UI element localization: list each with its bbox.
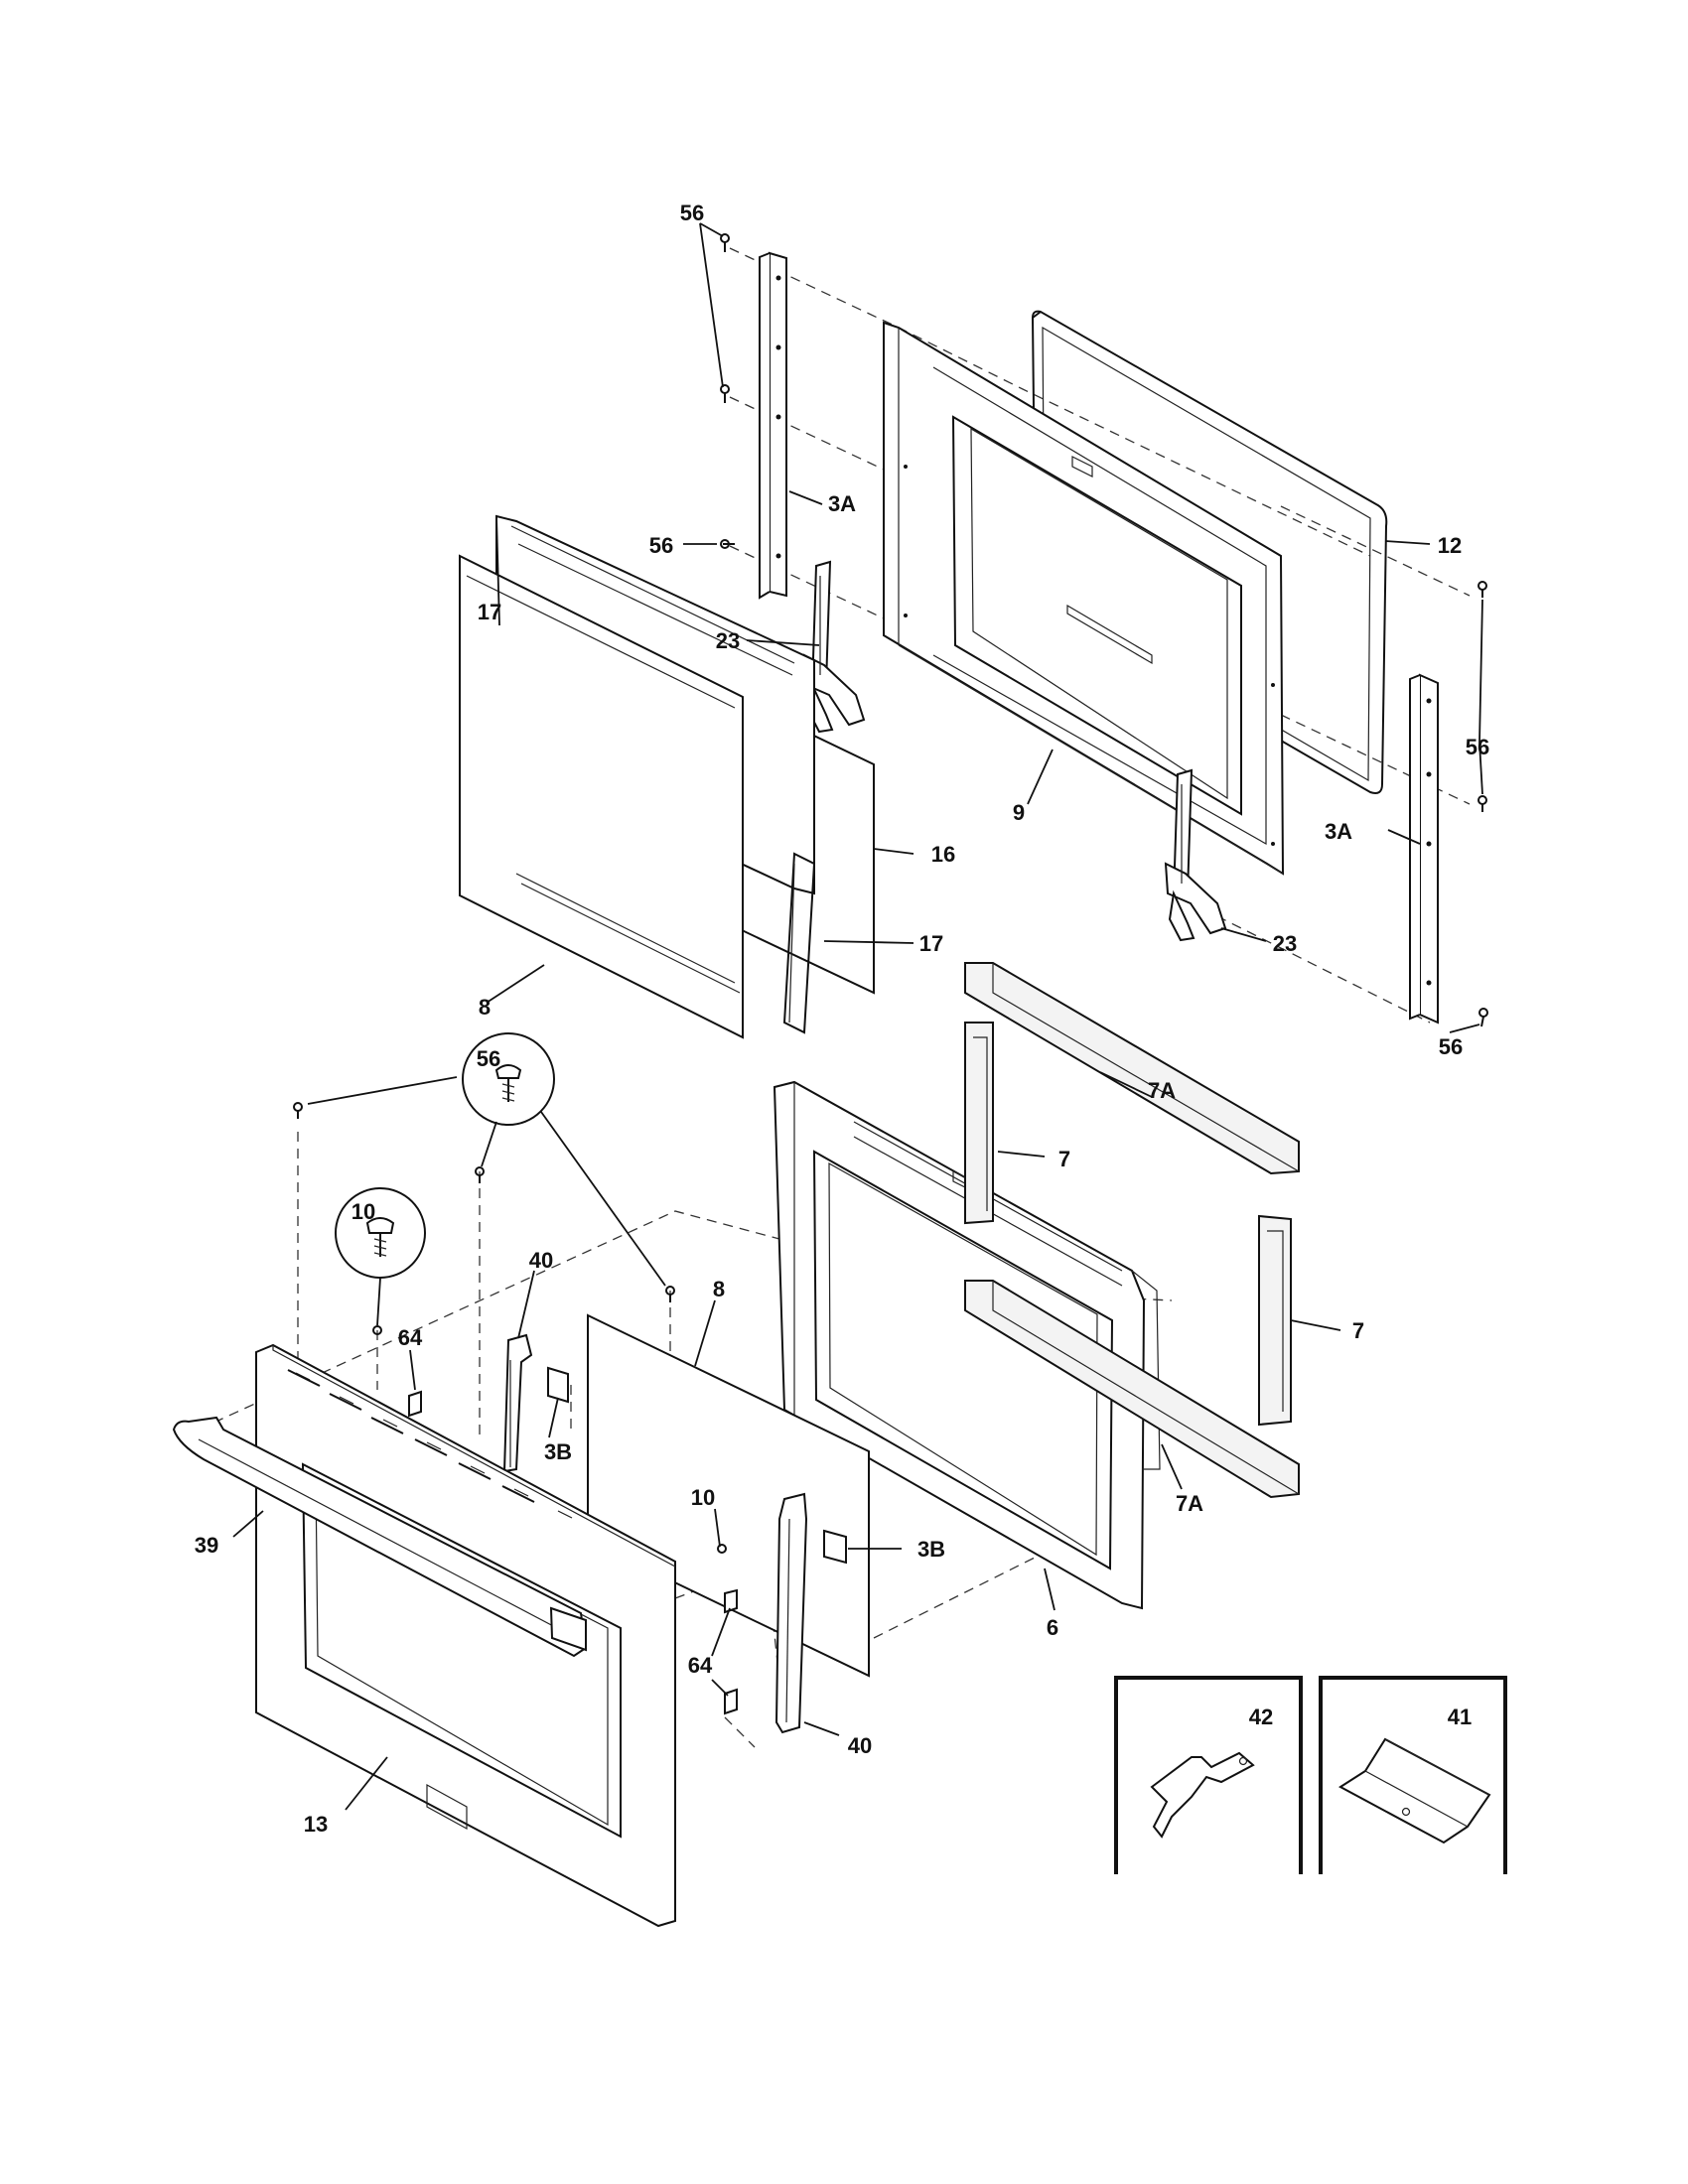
clip-3b-right xyxy=(823,1529,847,1565)
callout-42: 42 xyxy=(1249,1705,1273,1729)
callout-56: 56 xyxy=(1439,1034,1463,1059)
inset-part-42: 42 xyxy=(1114,1676,1303,1874)
callout-40: 40 xyxy=(529,1248,553,1273)
side-support-top xyxy=(759,251,787,600)
callout-12: 12 xyxy=(1438,533,1462,558)
bracket-40-right xyxy=(774,1492,808,1734)
callout-8: 8 xyxy=(713,1277,725,1301)
glass-panel-8-rear xyxy=(459,554,744,1039)
callout-8: 8 xyxy=(479,995,491,1020)
callout-10: 10 xyxy=(352,1199,375,1224)
callout-56: 56 xyxy=(1466,735,1489,759)
callout-23: 23 xyxy=(716,628,740,653)
callout-17: 17 xyxy=(478,600,501,624)
insulation-7-left xyxy=(964,1022,994,1225)
callout-7: 7 xyxy=(1352,1318,1364,1343)
side-support-right xyxy=(1409,673,1439,1024)
callout-39: 39 xyxy=(195,1533,218,1558)
callout-9: 9 xyxy=(1013,800,1025,825)
callout-17: 17 xyxy=(919,931,943,956)
callout-labels: 56 3A 56 12 17 23 9 56 3A 16 17 23 8 7A … xyxy=(195,201,1489,1837)
callout-3a: 3A xyxy=(828,491,856,516)
callout-10: 10 xyxy=(691,1485,715,1510)
callout-3b: 3B xyxy=(917,1537,945,1562)
callout-13: 13 xyxy=(304,1812,328,1837)
bracket-40-left xyxy=(502,1333,533,1473)
leader-lines xyxy=(232,222,1483,1811)
callout-6: 6 xyxy=(1047,1615,1058,1640)
callout-7: 7 xyxy=(1058,1147,1070,1171)
callout-23: 23 xyxy=(1273,931,1297,956)
insulation-7-right xyxy=(1258,1214,1292,1427)
inset-part-41: 41 xyxy=(1319,1676,1507,1874)
callout-64: 64 xyxy=(398,1325,423,1350)
callout-41: 41 xyxy=(1448,1705,1472,1729)
callout-3a: 3A xyxy=(1325,819,1352,844)
door-handle-39 xyxy=(172,1416,588,1658)
callout-56: 56 xyxy=(649,533,673,558)
callout-7a: 7A xyxy=(1148,1078,1176,1103)
callout-56: 56 xyxy=(680,201,704,225)
insulation-7a-top xyxy=(964,962,1300,1175)
detail-screw-10 xyxy=(335,1187,727,1554)
clip-3b-left xyxy=(547,1366,569,1404)
insulation-7a-bottom xyxy=(964,1280,1300,1499)
callout-7a: 7A xyxy=(1176,1491,1203,1516)
hinge-23-right xyxy=(1164,768,1227,942)
detail-screw-56 xyxy=(293,1032,675,1302)
callout-16: 16 xyxy=(931,842,955,867)
callout-56: 56 xyxy=(477,1046,500,1071)
inner-door-panel-9 xyxy=(883,321,1285,876)
callout-40: 40 xyxy=(848,1733,872,1758)
outer-door-13 xyxy=(255,1343,676,1928)
callout-3b: 3B xyxy=(544,1439,572,1464)
screws-56-top xyxy=(720,233,1488,1027)
callout-64: 64 xyxy=(688,1653,713,1678)
